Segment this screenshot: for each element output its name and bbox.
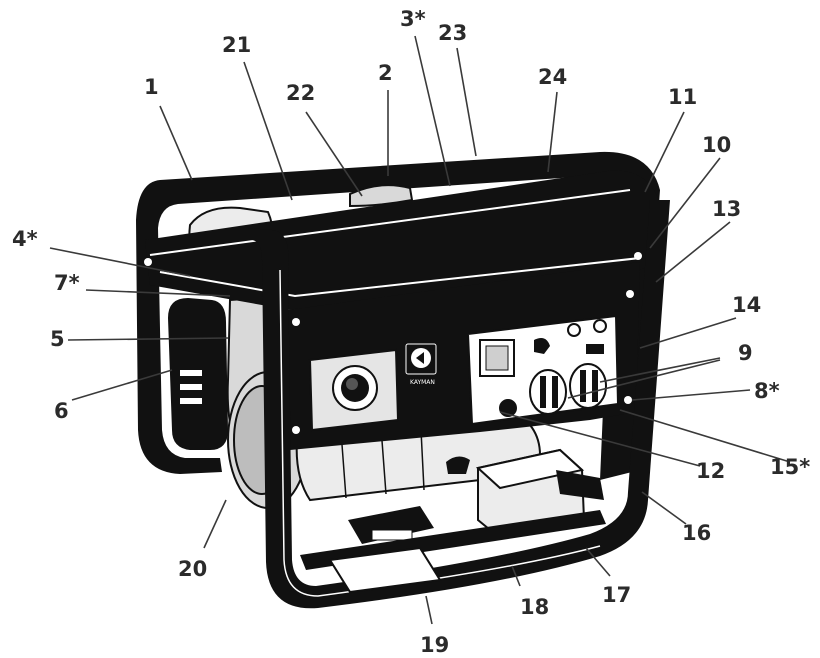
- callout-2: 2: [378, 61, 393, 85]
- callout-9: 9: [738, 341, 753, 365]
- ac-outlet-1[interactable]: [529, 369, 567, 415]
- brand-label: KAYMAN: [410, 379, 435, 386]
- battery-box-top: [475, 448, 585, 490]
- callout-19: 19: [420, 633, 449, 657]
- callout-22: 22: [286, 81, 315, 105]
- panel-screw: [292, 318, 300, 326]
- panel-screw: [626, 290, 634, 298]
- start-key[interactable]: [534, 338, 550, 354]
- voltmeter-face: [485, 345, 509, 371]
- front-frame-tube: [248, 200, 670, 609]
- skid-rail: [328, 546, 442, 594]
- callout-16: 16: [682, 521, 711, 545]
- callout-15: 15*: [770, 455, 810, 479]
- callout-1: 1: [144, 75, 159, 99]
- callout-7: 7*: [54, 271, 80, 295]
- callout-18: 18: [520, 595, 549, 619]
- panel-screw: [624, 396, 632, 404]
- chevron-arrow-logo-mark: [416, 352, 424, 364]
- callout-21: 21: [222, 33, 251, 57]
- panel-screw: [634, 252, 642, 260]
- dc-output-terminal[interactable]: [586, 344, 604, 354]
- callout-5: 5: [50, 327, 65, 351]
- callout-12: 12: [696, 459, 725, 483]
- fuel-cap: [349, 184, 414, 208]
- panel-screw: [144, 258, 152, 266]
- vibration-mount: [348, 506, 434, 544]
- bracket: [556, 470, 604, 500]
- callout-23: 23: [438, 21, 467, 45]
- indicator-lamp-1: [567, 323, 581, 337]
- callout-8: 8*: [754, 379, 780, 403]
- ac-outlet-2[interactable]: [569, 363, 607, 409]
- callout-10: 10: [702, 133, 731, 157]
- mount-pad: [371, 529, 413, 541]
- callout-24: 24: [538, 65, 567, 89]
- callout-6: 6: [54, 399, 69, 423]
- air-filter-rib: [180, 398, 202, 404]
- leader-lines: [49, 35, 791, 625]
- callout-20: 20: [178, 557, 207, 581]
- callout-17: 17: [602, 583, 631, 607]
- indicator-lamp-2: [593, 319, 607, 333]
- top-cover-outline: [149, 189, 641, 298]
- grounding-terminal[interactable]: [499, 399, 517, 417]
- circuit-dial-cap: [346, 378, 358, 390]
- engine-switch: [446, 456, 470, 474]
- air-filter-rib: [180, 370, 202, 376]
- callout-3: 3*: [400, 7, 426, 31]
- callout-4: 4*: [12, 227, 38, 251]
- callout-14: 14: [732, 293, 761, 317]
- callout-13: 13: [712, 197, 741, 221]
- callout-11: 11: [668, 85, 697, 109]
- air-filter-rib: [180, 384, 202, 390]
- panel-screw: [292, 426, 300, 434]
